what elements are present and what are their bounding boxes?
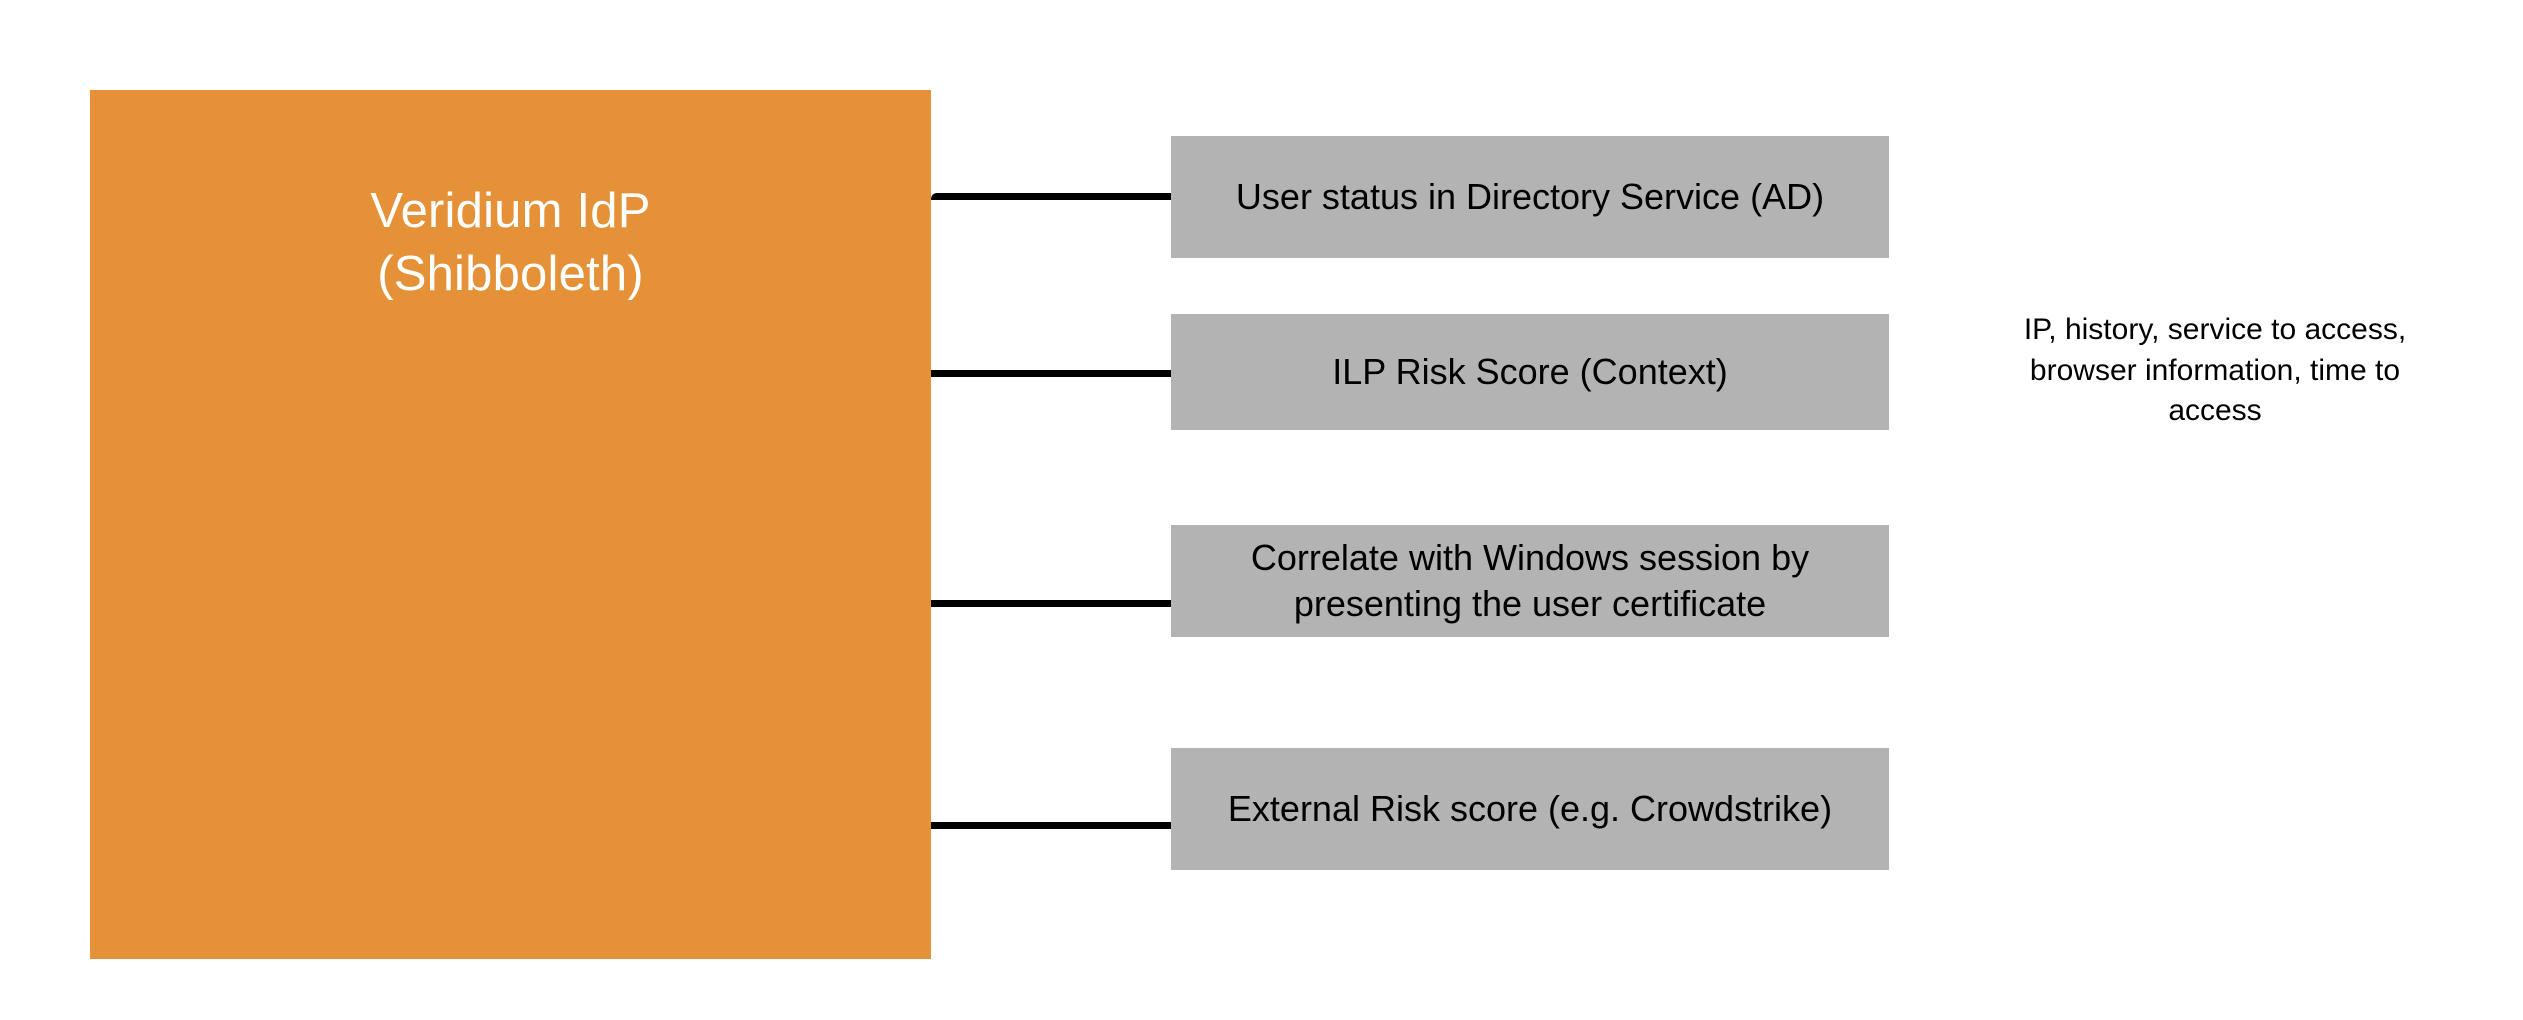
connector-line-ilp-risk-score xyxy=(931,370,1174,377)
idp-source-node: Veridium IdP (Shibboleth) xyxy=(90,90,931,959)
attribute-box-ilp-risk-score: ILP Risk Score (Context) xyxy=(1171,314,1889,430)
attribute-box-user-status-label: User status in Directory Service (AD) xyxy=(1235,175,1825,217)
connector-line-external-risk-score xyxy=(931,822,1174,829)
connector-line-windows-session-correlation xyxy=(931,600,1174,607)
idp-source-node-label: Veridium IdP (Shibboleth) xyxy=(370,184,651,301)
attribute-box-windows-session-correlation: Correlate with Windows session by presen… xyxy=(1171,525,1889,637)
attribute-box-external-risk-score-label: External Risk score (e.g. Crowdstrike) xyxy=(1227,787,1833,829)
connector-line-user-status xyxy=(931,193,1174,200)
attribute-box-ilp-risk-score-label: ILP Risk Score (Context) xyxy=(1332,350,1728,392)
attribute-box-windows-session-correlation-label: Correlate with Windows session by presen… xyxy=(1250,536,1810,624)
side-note-context-attributes: IP, history, service to access, browser … xyxy=(2023,313,2407,427)
attribute-box-external-risk-score: External Risk score (e.g. Crowdstrike) xyxy=(1171,748,1889,870)
attribute-box-user-status: User status in Directory Service (AD) xyxy=(1171,136,1889,258)
